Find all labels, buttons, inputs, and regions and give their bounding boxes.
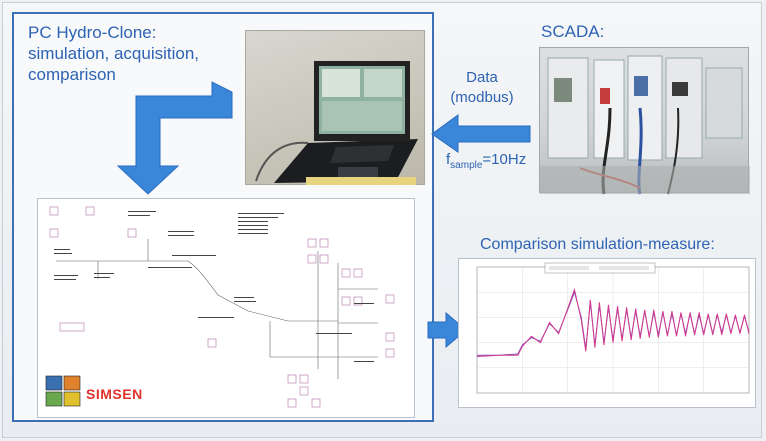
scada-to-laptop-arrow (431, 114, 531, 153)
data-label-line-2: (modbus) (450, 89, 514, 106)
fsample-value: =10Hz (482, 151, 527, 168)
series-line-2 (476, 287, 750, 357)
pc-title-line-3: comparison (28, 65, 116, 84)
simsen-logo (44, 374, 184, 410)
scada-hardware-photo (539, 47, 750, 195)
pc-title-line-1: PC Hydro-Clone: (28, 23, 157, 42)
comparison-chart (476, 262, 750, 394)
data-label-line-1: Data (466, 69, 498, 86)
pc-title-line-2: simulation, acquisition, (28, 44, 200, 63)
data-modbus-label: Data (modbus) (440, 68, 524, 108)
laptop-photo (245, 30, 425, 185)
simsen-logo-text: SIMSEN (86, 386, 143, 402)
comparison-title: Comparison simulation-measure: (480, 236, 715, 253)
fsample-base: f (446, 151, 451, 168)
simsen-logo-icon (45, 375, 81, 407)
scada-icon (540, 55, 750, 195)
legend-entry-2 (599, 266, 649, 270)
scada-title: SCADA: (541, 22, 605, 41)
simsen-to-plot-arrow (427, 311, 467, 349)
laptop-icon (255, 61, 418, 185)
legend-entry-1 (549, 266, 589, 270)
fsample-label: fsample=10Hz (446, 151, 526, 171)
pc-hydro-clone-title: PC Hydro-Clone: simulation, acquisition,… (28, 22, 228, 85)
fsample-subscript: sample (450, 160, 483, 171)
laptop-to-simsen-arrow (116, 81, 233, 195)
simsen-schematic (37, 198, 415, 418)
comparison-plot (458, 258, 756, 408)
simsen-diagram (49, 206, 395, 408)
